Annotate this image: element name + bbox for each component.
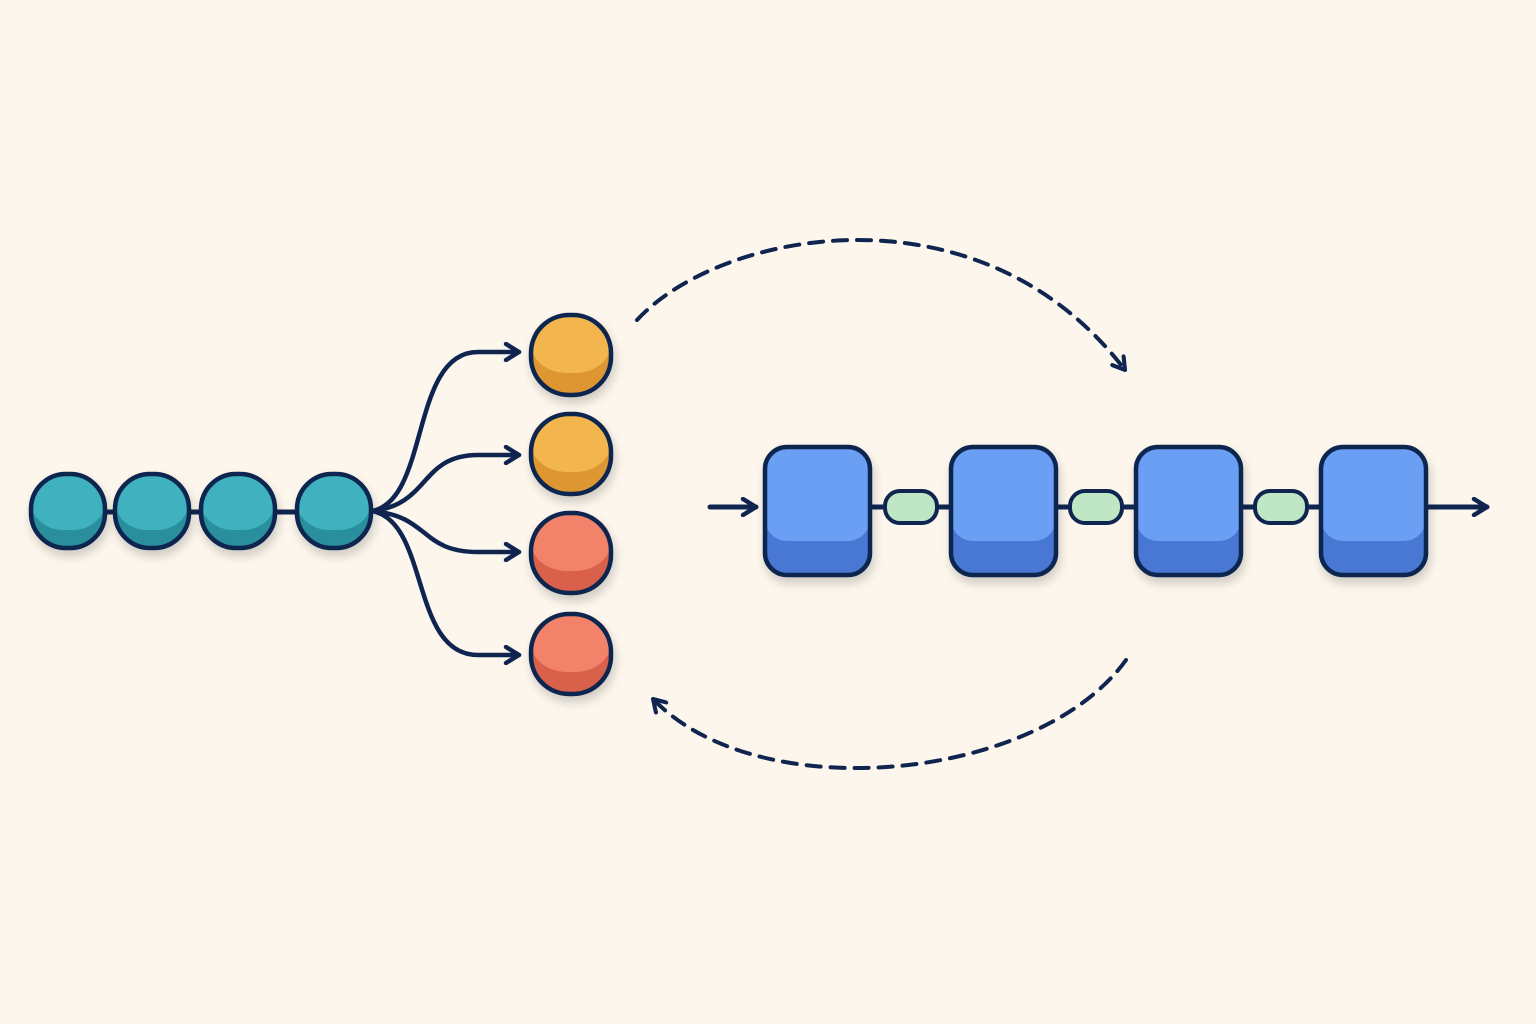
pipeline-block-3 xyxy=(1133,444,1244,578)
pipeline-connector-3 xyxy=(1253,489,1309,525)
source-node-3 xyxy=(198,471,278,551)
target-node-4 xyxy=(528,611,614,697)
target-node-1 xyxy=(528,312,614,398)
source-chain xyxy=(28,471,374,551)
fanout-arrow-3 xyxy=(369,508,522,552)
source-node-2 xyxy=(112,471,192,551)
pipeline-connector-1 xyxy=(883,489,939,525)
fanout-arrow-1 xyxy=(369,352,522,514)
fanout-arrow-4 xyxy=(369,508,522,655)
fanout-arrows xyxy=(369,352,522,655)
pipeline-connector-2 xyxy=(1068,489,1124,525)
pipeline-block-1 xyxy=(762,444,873,578)
source-node-4 xyxy=(294,471,374,551)
fanout-targets xyxy=(528,312,614,697)
pipeline-block-2 xyxy=(948,444,1059,578)
cycle-arrows xyxy=(635,238,1128,770)
target-node-2 xyxy=(528,411,614,497)
cycle-arrow-forward xyxy=(635,238,1125,370)
target-node-3 xyxy=(528,510,614,596)
source-node-1 xyxy=(28,471,108,551)
fanout-arrow-2 xyxy=(369,455,522,514)
pipeline xyxy=(707,444,1490,578)
pipeline-block-4 xyxy=(1318,444,1429,578)
cycle-arrow-back xyxy=(653,658,1128,770)
